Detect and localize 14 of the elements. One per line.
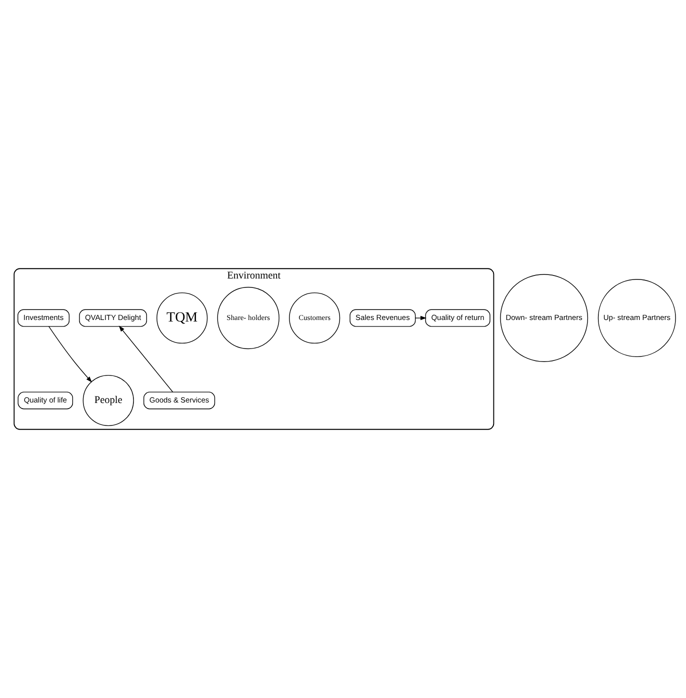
- arrow: [118, 326, 174, 392]
- node-circle: Customers: [289, 292, 340, 344]
- node-box: Quality of life: [18, 392, 74, 410]
- node-circle: TQM: [156, 292, 208, 344]
- node-circle: Down- stream Partners: [500, 274, 588, 362]
- node-box: Investments: [18, 309, 70, 327]
- arrow: [415, 316, 427, 320]
- node-circle: Up- stream Partners: [598, 279, 676, 358]
- arrow: [48, 326, 92, 382]
- node-box: Goods & Services: [143, 392, 216, 410]
- node-circle: Share- holders: [217, 286, 280, 350]
- node-box: QVALITY Delight: [79, 309, 147, 327]
- node-box: Quality of return: [425, 309, 490, 327]
- node-box: Sales Revenues: [350, 309, 416, 327]
